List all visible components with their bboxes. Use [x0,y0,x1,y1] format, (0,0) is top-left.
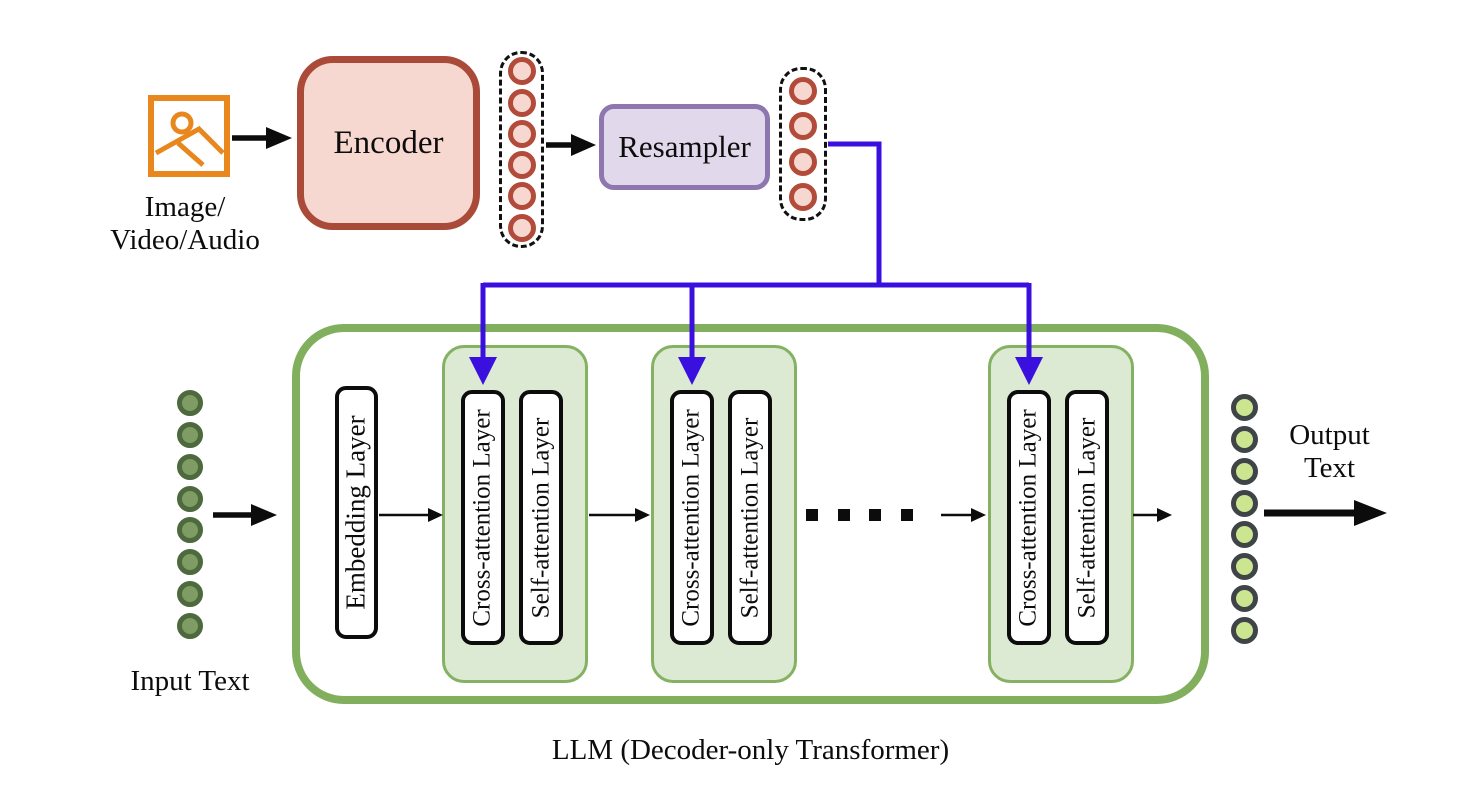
input-token [177,549,203,576]
cross-attention-box-2: Cross-attention Layer [670,390,714,645]
embedding-layer-label: Embedding Layer [341,415,371,610]
input-token [177,581,203,608]
encoder-box: Encoder [297,56,480,230]
self-attention-label-1: Self-attention Layer [527,417,554,618]
encoder-token-strip [499,51,544,248]
resampler-token-strip [779,67,827,221]
self-attention-box-2: Self-attention Layer [728,390,772,645]
output-token [1231,425,1258,453]
resampler-label: Resampler [618,129,751,164]
encoder-token [507,213,536,242]
input-text-label: Input Text [130,665,250,697]
arrowhead-input-to-llm [251,504,277,526]
cross-attention-box-1: Cross-attention Layer [461,390,505,645]
ellipsis-dots [806,509,913,521]
picture-glyph [154,111,225,167]
image-video-audio-icon [148,95,230,177]
input-token [177,390,203,416]
output-token [1231,394,1258,421]
arrowhead-tokens-to-resampler [571,134,596,156]
encoder-token [507,182,536,211]
input-token [177,421,203,448]
cross-attention-label-2: Cross-attention Layer [678,408,705,627]
output-token [1231,457,1258,485]
input-token [177,485,203,512]
input-token-column [177,390,203,639]
ellipsis-dot [900,509,913,521]
resampler-token [789,147,817,176]
modality-label-line2: Video/Audio [110,224,260,256]
ellipsis-dot [806,509,818,521]
self-attention-box-1: Self-attention Layer [519,390,563,645]
arrowhead-llm-to-output [1354,500,1387,526]
cross-attention-box-3: Cross-attention Layer [1007,390,1051,645]
output-text-label: Output Text [1272,419,1387,485]
decoder-block-3: Cross-attention Layer Self-attention Lay… [988,345,1134,683]
output-text-label-line2: Text [1303,452,1356,484]
ellipsis-dot [837,509,850,521]
arrowhead-icon-to-encoder [266,127,292,149]
sun-circle [170,111,194,135]
self-attention-label-3: Self-attention Layer [1073,417,1100,618]
embedding-layer-box: Embedding Layer [335,386,378,639]
resampler-token [789,182,817,211]
self-attention-box-3: Self-attention Layer [1065,390,1109,645]
output-token [1231,585,1258,613]
encoder-token [507,151,536,180]
cross-attention-label-3: Cross-attention Layer [1015,408,1042,627]
ellipsis-dot [869,509,882,521]
self-attention-label-2: Self-attention Layer [736,417,763,618]
resampler-token [789,77,817,106]
input-token [177,517,203,544]
blue-connector-vertical [828,141,882,285]
decoder-block-2: Cross-attention Layer Self-attention Lay… [651,345,797,683]
ridge-path [176,141,205,167]
modality-label-line1: Image/ [144,191,226,223]
encoder-token [507,88,536,117]
llm-caption: LLM (Decoder-only Transformer) [551,734,950,766]
resampler-box: Resampler [599,104,770,190]
output-token [1231,521,1258,549]
decoder-block-1: Cross-attention Layer Self-attention Lay… [442,345,588,683]
modality-label: Image/ Video/Audio [65,191,305,257]
encoder-token [507,57,536,86]
cross-attention-label-1: Cross-attention Layer [469,408,496,627]
mountain-path [154,125,225,156]
encoder-label: Encoder [333,124,444,161]
output-token-column [1231,394,1258,644]
resampler-token [789,112,817,141]
input-token [177,612,203,639]
output-token [1231,616,1258,644]
encoder-token [507,119,536,148]
input-token [177,453,203,480]
output-text-label-line1: Output [1289,419,1370,451]
output-token [1231,553,1258,581]
output-token [1231,489,1258,517]
